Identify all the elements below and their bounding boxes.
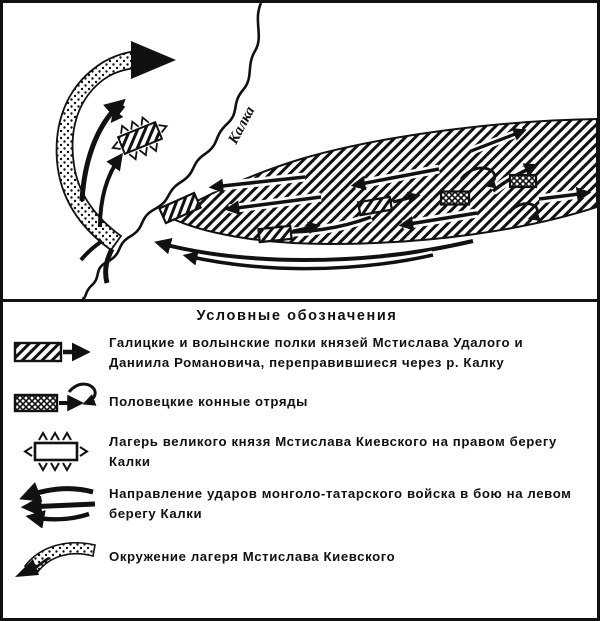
encirclement-arrow — [55, 41, 176, 284]
legend-item: Направление ударов монголо-татарского во… — [5, 480, 589, 528]
galician-regiment-marker — [257, 224, 293, 244]
legend-item-text: Лагерь великого князя Мстислава Киевског… — [109, 434, 557, 469]
legend-item: Галицкие и волынские полки князей Мстисл… — [5, 330, 589, 376]
legend: Условные обозначения Галицкие и волынски… — [3, 299, 597, 618]
battle-map: Калка — [55, 3, 597, 299]
river-label: Калка — [225, 104, 259, 148]
map-section: Калка — [3, 3, 597, 299]
galician-regiment-marker — [157, 191, 203, 225]
unit-arrow — [292, 221, 321, 234]
kiev-camp-marker — [111, 115, 169, 161]
polovtsian-cavalry-marker — [508, 173, 538, 189]
mongol-strikes-symbol — [5, 480, 109, 528]
legend-item: Лагерь великого князя Мстислава Киевског… — [5, 428, 589, 476]
polovtsian-cavalry-marker — [439, 190, 471, 206]
galician-regiment-marker — [356, 195, 394, 217]
encirclement-arrowhead — [131, 41, 176, 79]
galician-regiments-symbol — [5, 330, 109, 376]
unit-arrow — [392, 192, 421, 205]
legend-item-text: Направление ударов монголо-татарского во… — [109, 486, 572, 521]
legend-item: Окружение лагеря Мстислава Киевского — [5, 532, 589, 582]
kalka-river — [81, 3, 263, 299]
kiev-camp-symbol — [5, 428, 109, 476]
polovtsian-cavalry-symbol — [5, 380, 109, 424]
encirclement-symbol — [5, 532, 109, 582]
mongol-sweep-arrows — [154, 236, 475, 274]
legend-item: Половецкие конные отряды — [5, 380, 589, 424]
legend-item-text: Окружение лагеря Мстислава Киевского — [109, 549, 396, 565]
legend-title: Условные обозначения — [196, 308, 398, 324]
legend-item-text: Половецкие конные отряды — [109, 394, 309, 410]
legend-item-text: Галицкие и волынские полки князей Мстисл… — [109, 335, 524, 370]
